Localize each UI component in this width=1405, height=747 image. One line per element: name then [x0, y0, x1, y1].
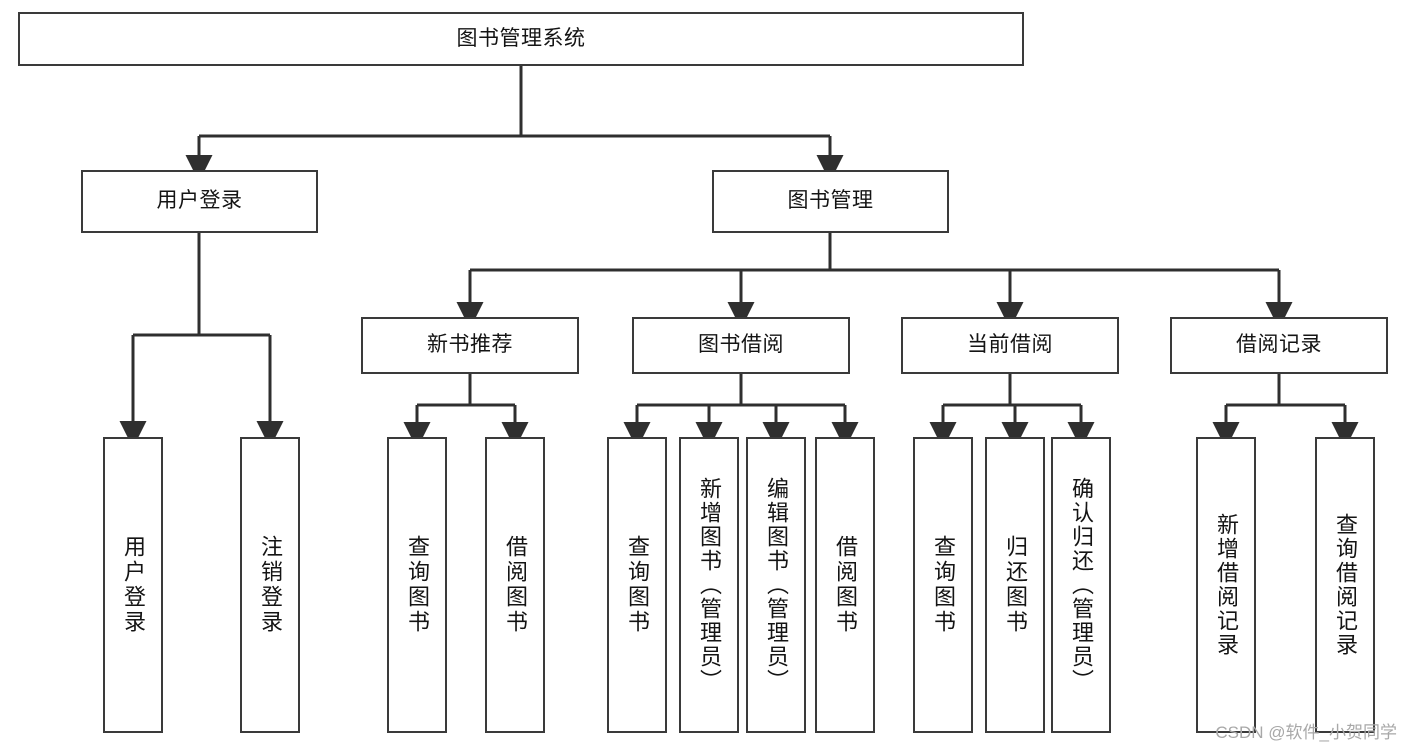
node-root-label: 图书管理系统 — [456, 26, 586, 50]
leaf-return-book[interactable]: 归还图书 — [985, 437, 1045, 733]
node-new-book-recommend-label: 新书推荐 — [427, 333, 513, 357]
node-user-login-label: 用户登录 — [156, 189, 243, 213]
leaf-add-record[interactable]: 新增借阅记录 — [1196, 437, 1256, 733]
node-new-book-recommend[interactable]: 新书推荐 — [361, 317, 579, 374]
csdn-watermark: CSDN @软件_小贺同学 — [1215, 723, 1397, 742]
leaf-edit-book[interactable]: 编辑图书（管理员） — [746, 437, 806, 733]
leaf-borrow-book-2-label: 借阅图书 — [832, 535, 858, 635]
node-borrow-record[interactable]: 借阅记录 — [1170, 317, 1388, 374]
leaf-borrow-book-2[interactable]: 借阅图书 — [815, 437, 875, 733]
node-root[interactable]: 图书管理系统 — [18, 12, 1024, 66]
node-book-manage[interactable]: 图书管理 — [712, 170, 949, 233]
node-borrow-record-label: 借阅记录 — [1236, 333, 1322, 357]
node-book-borrow[interactable]: 图书借阅 — [632, 317, 850, 374]
leaf-query-book-2-label: 查询图书 — [624, 535, 650, 635]
leaf-query-book-1[interactable]: 查询图书 — [387, 437, 447, 733]
node-current-borrow[interactable]: 当前借阅 — [901, 317, 1119, 374]
leaf-query-record-label: 查询借阅记录 — [1332, 513, 1358, 657]
leaf-user-login[interactable]: 用户登录 — [103, 437, 163, 733]
leaf-borrow-book-1[interactable]: 借阅图书 — [485, 437, 545, 733]
leaf-logout-label: 注销登录 — [257, 535, 283, 635]
leaf-query-book-1-label: 查询图书 — [404, 535, 430, 635]
node-book-manage-label: 图书管理 — [787, 189, 874, 213]
leaf-user-login-label: 用户登录 — [120, 535, 146, 635]
leaf-return-book-label: 归还图书 — [1002, 535, 1028, 635]
leaf-confirm-return[interactable]: 确认归还（管理员） — [1051, 437, 1111, 733]
leaf-add-book-label: 新增图书（管理员） — [696, 477, 722, 693]
leaf-query-book-3[interactable]: 查询图书 — [913, 437, 973, 733]
leaf-add-record-label: 新增借阅记录 — [1213, 513, 1239, 657]
node-current-borrow-label: 当前借阅 — [967, 333, 1053, 357]
leaf-add-book[interactable]: 新增图书（管理员） — [679, 437, 739, 733]
node-user-login[interactable]: 用户登录 — [81, 170, 318, 233]
leaf-query-record[interactable]: 查询借阅记录 — [1315, 437, 1375, 733]
leaf-logout[interactable]: 注销登录 — [240, 437, 300, 733]
leaf-query-book-2[interactable]: 查询图书 — [607, 437, 667, 733]
node-book-borrow-label: 图书借阅 — [698, 333, 784, 357]
leaf-confirm-return-label: 确认归还（管理员） — [1068, 477, 1094, 693]
leaf-borrow-book-1-label: 借阅图书 — [502, 535, 528, 635]
leaf-edit-book-label: 编辑图书（管理员） — [763, 477, 789, 693]
leaf-query-book-3-label: 查询图书 — [930, 535, 956, 635]
